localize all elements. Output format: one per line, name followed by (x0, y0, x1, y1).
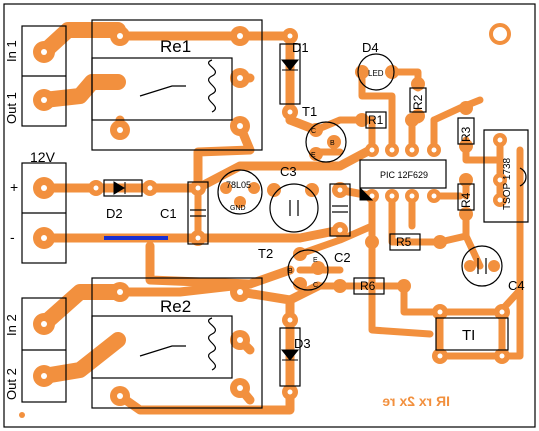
ti-outline (435, 317, 509, 351)
label-tsop: TSOP 1738 (502, 157, 513, 210)
label-t1-c: C (311, 128, 316, 135)
label-out2: Out 2 (4, 368, 19, 400)
label-gnd: GND (230, 205, 246, 212)
label-12v: 12V (30, 149, 56, 165)
board-name: IR rx 2x re (382, 393, 450, 409)
label-t2: T2 (258, 246, 273, 261)
label-ti: TI (462, 327, 475, 344)
label-r6: R6 (360, 279, 376, 293)
label-78l05: 78L05 (226, 180, 251, 190)
label-t1: T1 (302, 104, 317, 119)
label-r5: R5 (396, 235, 412, 249)
board-outline (3, 3, 536, 428)
drill-holes (41, 33, 505, 399)
label-r2: R2 (411, 94, 425, 110)
label-re1: Re1 (160, 37, 191, 56)
label-t1-e: E (311, 152, 316, 159)
label-r3: R3 (459, 126, 473, 142)
label-t2-e: E (313, 257, 318, 264)
label-out1: Out 1 (4, 92, 19, 124)
label-t1-b: B (330, 140, 335, 147)
board-name-mirrored: IR rx 2x re (382, 393, 450, 409)
label-r1: R1 (368, 113, 384, 127)
label-minus: - (10, 229, 15, 245)
label-pic: PIC 12F629 (380, 170, 428, 180)
label-c1: C1 (160, 206, 177, 221)
label-c2: C2 (334, 250, 351, 265)
silkscreen (21, 19, 529, 409)
label-c4: C4 (508, 278, 525, 293)
label-d2: D2 (106, 206, 123, 221)
pic-outline (359, 159, 447, 189)
label-t2-c: C (313, 282, 318, 289)
label-r4: R4 (459, 192, 473, 208)
label-c3: C3 (280, 164, 297, 179)
label-d1: D1 (292, 40, 309, 55)
label-in2: In 2 (4, 314, 19, 336)
label-re2: Re2 (160, 297, 191, 316)
label-in1: In 1 (4, 40, 19, 62)
label-plus: + (10, 179, 18, 195)
label-led: LED (368, 69, 384, 78)
mounting-hole (489, 23, 511, 45)
label-d3: D3 (294, 336, 311, 351)
label-t2-b: B (288, 268, 293, 275)
diode-symbols (113, 59, 374, 361)
label-d4: D4 (362, 40, 379, 55)
